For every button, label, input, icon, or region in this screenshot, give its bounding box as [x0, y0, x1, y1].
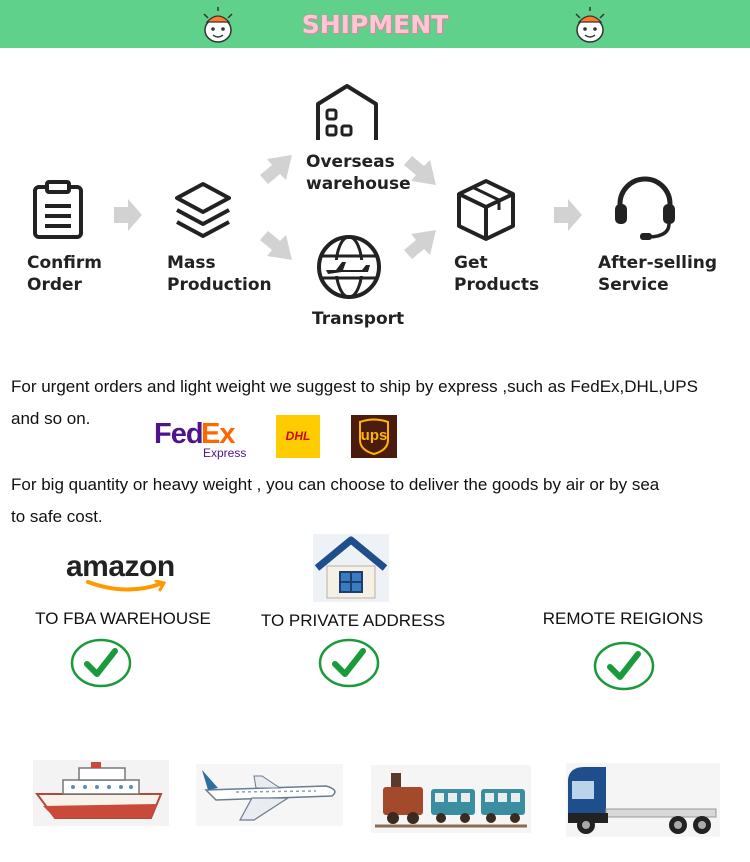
fedex-fed-text: Fed — [154, 418, 204, 450]
arrow-right-icon — [554, 199, 582, 231]
bulk-text-line2: to safe cost. — [11, 507, 103, 526]
ups-logo: ups — [351, 415, 397, 458]
ups-text: ups — [360, 427, 388, 444]
bulk-text-line1: For big quantity or heavy weight , you c… — [11, 475, 660, 494]
step-mass-production: Mass Production — [167, 253, 272, 295]
headset-icon — [615, 176, 675, 240]
globe-plane-icon — [317, 235, 381, 299]
fedex-express-text: Express — [203, 446, 247, 460]
check-icon — [70, 638, 132, 688]
page-title: SHIPMENT — [301, 10, 449, 39]
house-icon — [313, 534, 389, 602]
fedex-logo: Fed Ex Express — [154, 418, 246, 462]
express-text-line2: and so on. — [11, 409, 91, 428]
arrow-right-icon — [114, 199, 142, 231]
shipment-banner: SHIPMENT — [0, 0, 750, 48]
check-icon — [593, 641, 655, 691]
step-get-products: Get Products — [454, 253, 540, 295]
step-confirm-order: Confirm Order — [27, 253, 102, 295]
truck-icon — [566, 763, 720, 837]
arrow-up-right-icon — [404, 230, 436, 259]
warehouse-icon — [316, 84, 378, 140]
train-icon — [371, 765, 531, 833]
box-icon — [457, 179, 515, 241]
step-after-selling: After-selling Service — [598, 253, 718, 295]
check-icon — [318, 638, 380, 688]
mascot-icon — [575, 7, 605, 43]
amazon-text: amazon — [66, 550, 175, 583]
express-text-line1: For urgent orders and light weight we su… — [11, 377, 698, 396]
dest-remote-regions: REMOTE REIGIONS — [542, 609, 704, 628]
clipboard-icon — [33, 180, 83, 239]
fedex-ex-text: Ex — [201, 418, 235, 450]
mascot-icon — [203, 7, 233, 43]
amazon-logo: amazon — [66, 550, 184, 594]
layers-icon — [175, 182, 231, 238]
amazon-smile-icon — [86, 580, 167, 592]
dest-private-address: TO PRIVATE ADDRESS — [260, 611, 446, 630]
ship-icon — [33, 760, 169, 826]
arrow-down-right-icon — [260, 231, 292, 260]
step-transport: Transport — [312, 309, 405, 329]
arrow-down-right-icon — [404, 156, 436, 185]
arrow-up-right-icon — [260, 155, 292, 184]
step-overseas-warehouse: Overseas warehouse — [306, 152, 411, 194]
dhl-text: DHL — [285, 429, 311, 443]
airplane-icon — [196, 764, 343, 826]
dest-fba-warehouse: TO FBA WAREHOUSE — [35, 609, 211, 628]
dhl-logo: DHL — [276, 415, 320, 458]
ups-shield-icon — [359, 418, 389, 455]
